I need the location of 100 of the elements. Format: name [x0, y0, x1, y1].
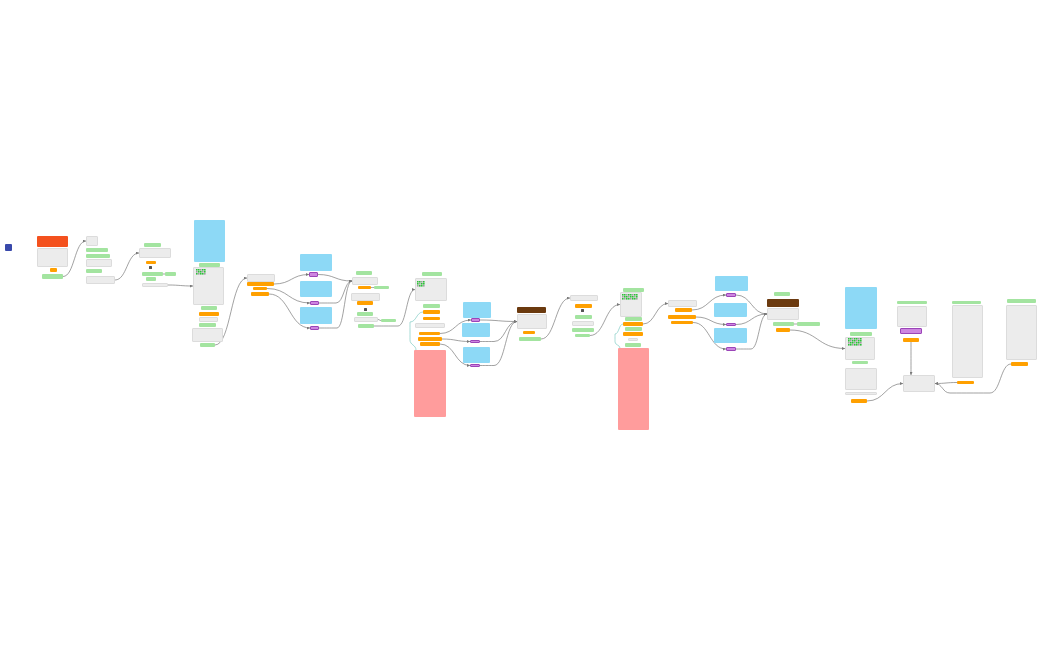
tag-box	[420, 342, 440, 346]
label-box	[1007, 299, 1036, 303]
label-box	[86, 269, 102, 273]
label-box	[952, 301, 981, 304]
tag-box	[251, 292, 269, 296]
tag-box	[357, 301, 373, 305]
content-box	[517, 314, 547, 329]
choice-box	[726, 347, 736, 351]
connector-line	[793, 323, 798, 325]
connector-line	[370, 287, 375, 288]
label-box	[381, 319, 396, 322]
note-box	[194, 220, 225, 262]
content-box	[620, 292, 642, 317]
content-box	[952, 305, 983, 378]
label-box	[423, 304, 440, 308]
content-box	[199, 317, 218, 322]
heading-box	[767, 299, 799, 307]
label-box	[774, 292, 790, 296]
tag-box	[623, 332, 643, 336]
label-box	[146, 277, 156, 281]
tag-box	[623, 322, 643, 326]
label-box	[356, 271, 372, 275]
content-box	[142, 283, 168, 287]
tag-box	[575, 304, 592, 308]
label-box	[357, 312, 373, 316]
choice-box	[309, 272, 318, 277]
label-box	[199, 323, 216, 327]
note-box	[845, 287, 877, 329]
label-box	[86, 254, 110, 258]
content-box	[903, 375, 935, 392]
connector-line	[409, 311, 424, 351]
content-box	[354, 317, 378, 322]
note-box	[715, 276, 748, 291]
tag-box	[199, 312, 219, 316]
note-box	[300, 307, 332, 324]
label-box	[623, 288, 644, 292]
note-box	[300, 254, 332, 271]
content-box	[37, 248, 68, 267]
tag-box	[776, 328, 790, 332]
label-box	[422, 272, 442, 276]
label-box	[850, 332, 872, 336]
label-box	[572, 328, 594, 332]
start-square	[5, 244, 12, 251]
choice-box	[726, 293, 736, 297]
label-box	[625, 327, 642, 331]
tag-box	[423, 317, 440, 320]
label-box	[199, 263, 220, 267]
content-box	[767, 308, 799, 320]
content-box	[193, 267, 224, 305]
choice-box	[471, 318, 480, 322]
tag-box	[903, 338, 919, 342]
tag-box	[418, 337, 442, 341]
label-box	[201, 306, 217, 310]
tag-box	[1011, 362, 1028, 366]
note-box	[714, 303, 747, 317]
content-box	[628, 338, 638, 341]
content-box	[1006, 305, 1037, 360]
content-box	[192, 328, 223, 342]
tag-box	[668, 315, 696, 319]
label-box	[42, 274, 63, 279]
content-box	[415, 278, 447, 301]
label-box	[86, 248, 108, 252]
label-box	[519, 337, 541, 341]
content-box	[351, 293, 380, 301]
note-box	[714, 328, 747, 343]
content-box	[86, 236, 98, 246]
note-box	[463, 302, 491, 318]
content-box	[86, 276, 115, 284]
content-box	[845, 337, 875, 360]
tag-box	[523, 331, 535, 334]
connector-line	[377, 319, 382, 321]
label-box	[852, 361, 868, 364]
label-box	[144, 243, 161, 247]
note-box	[300, 281, 332, 297]
tag-box	[247, 282, 274, 286]
tag-box	[419, 332, 440, 335]
tag-box	[423, 310, 440, 314]
label-box	[142, 272, 163, 276]
content-box	[668, 300, 697, 307]
content-box	[845, 392, 877, 395]
label-box	[358, 324, 374, 328]
connector-line	[162, 273, 166, 275]
label-box	[797, 322, 820, 326]
choice-box	[310, 326, 319, 330]
choice-box	[470, 364, 480, 367]
warning-box	[414, 350, 446, 417]
label-box	[575, 334, 590, 337]
tag-box	[358, 286, 371, 289]
tag-box	[146, 261, 156, 264]
content-box	[247, 274, 275, 282]
label-box	[374, 286, 389, 289]
choice-box	[470, 340, 480, 343]
label-box	[575, 315, 592, 319]
content-box	[845, 368, 877, 390]
label-box	[165, 272, 176, 276]
content-box	[352, 277, 378, 285]
label-box	[625, 317, 642, 321]
note-box	[462, 323, 490, 337]
content-box	[570, 295, 598, 301]
choice-box	[900, 328, 922, 334]
